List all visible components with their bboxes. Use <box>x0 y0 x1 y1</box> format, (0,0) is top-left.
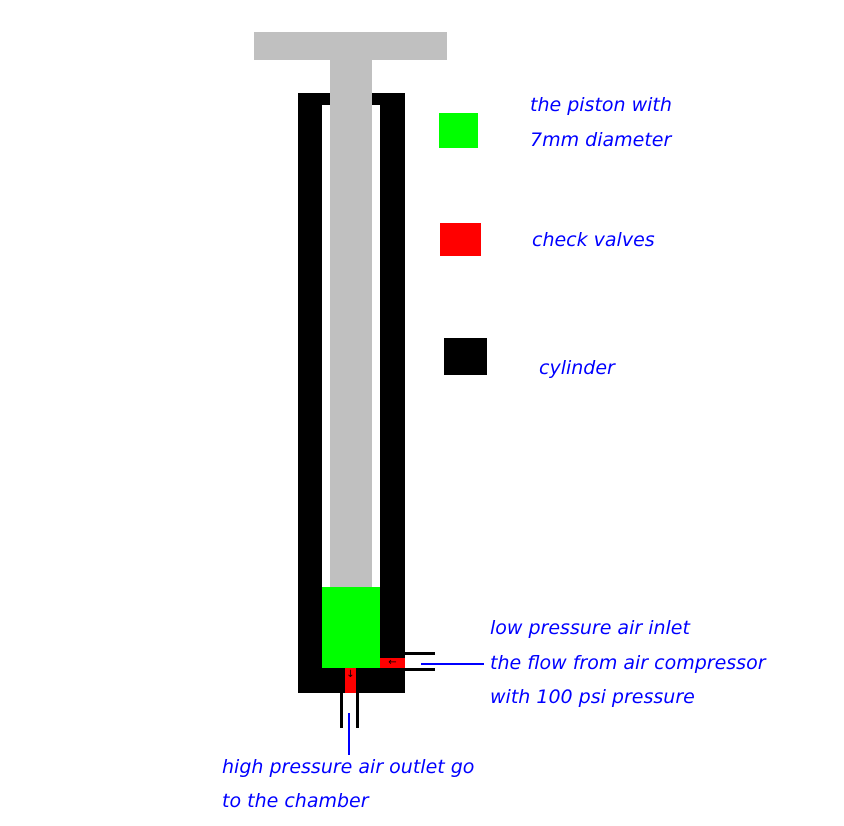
inlet-tube-top <box>405 652 435 655</box>
legend-cylinder-label: cylinder <box>539 357 615 379</box>
cylinder-right-wall <box>380 93 405 693</box>
inlet-label-2: the flow from air compressor <box>490 652 766 674</box>
legend-piston-swatch <box>439 113 478 148</box>
outlet-label-2: to the chamber <box>222 790 369 812</box>
outlet-tube-left <box>340 693 343 728</box>
inlet-check-valve: ← <box>380 658 405 668</box>
legend-cylinder-swatch <box>444 338 487 375</box>
legend-piston-label-2: 7mm diameter <box>530 129 672 151</box>
outlet-check-valve: ↓ <box>345 668 356 693</box>
cylinder-lip-right <box>372 93 405 105</box>
plunger-handle <box>254 32 447 60</box>
inlet-pointer-line <box>421 663 484 665</box>
outlet-label-1: high pressure air outlet go <box>222 756 475 778</box>
cylinder-lip-left <box>298 93 330 105</box>
piston-rod <box>330 60 372 587</box>
legend-valve-label: check valves <box>532 229 655 251</box>
legend-valve-swatch <box>440 223 481 256</box>
legend-piston-label-1: the piston with <box>530 94 672 116</box>
outlet-tube-right <box>356 693 359 728</box>
inlet-label-1: low pressure air inlet <box>490 617 690 639</box>
inlet-label-3: with 100 psi pressure <box>490 686 695 708</box>
inlet-tube-bottom <box>405 668 435 671</box>
outlet-pointer-line <box>348 713 350 755</box>
cylinder-left-wall <box>298 93 322 693</box>
piston <box>322 587 380 668</box>
